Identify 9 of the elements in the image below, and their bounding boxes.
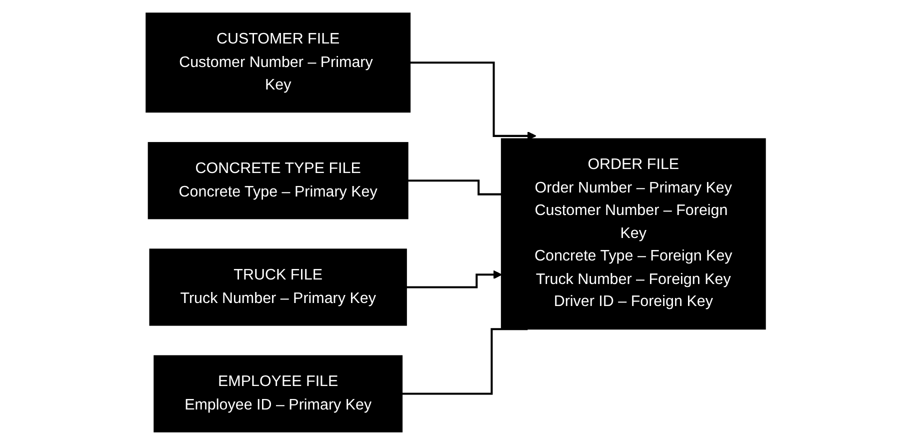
arrow <box>410 62 536 140</box>
node-box <box>149 248 407 326</box>
diagram: CUSTOMER FILE Customer Number – Primary Key CONCRETE TYPE FILE Concrete Type – Primary Key ORDER FILE Order Number – Primary Key Customer Number – Foreign Key Concrete Type – Foreign Key Truck Number – Foreign Key Driver ID – Foreign Key TRUCK FILE Truck Number – Primary Key EMPLOYEE FILE Employee ID – Primary Key <box>138 5 774 440</box>
node-box <box>500 138 766 330</box>
connector <box>408 180 502 196</box>
node-box <box>145 12 410 113</box>
arrow <box>406 270 502 288</box>
node-box <box>153 355 402 432</box>
node-box <box>148 142 408 220</box>
